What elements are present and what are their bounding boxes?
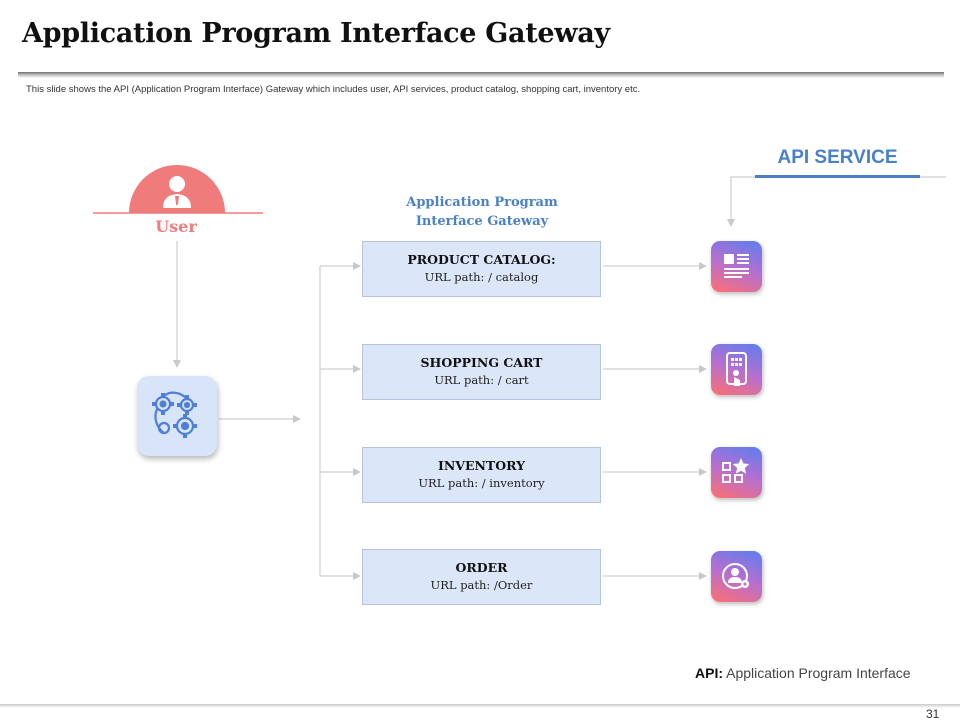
- user-icon: [163, 176, 191, 208]
- footer-term: API:: [695, 665, 723, 681]
- api-service-underline: [755, 175, 920, 178]
- slide-title: Application Program Interface Gateway: [22, 18, 610, 49]
- slide-subtitle: This slide shows the API (Application Pr…: [26, 84, 641, 95]
- bottom-divider: [0, 704, 960, 708]
- page-number: 31: [926, 707, 940, 721]
- gateway-title-line2: Interface Gateway: [415, 214, 549, 229]
- inventory-icon: [722, 458, 750, 483]
- gateway-item-url: URL path: / cart: [434, 373, 529, 387]
- gateway-item-inventory: INVENTORY URL path: / inventory: [362, 447, 601, 503]
- service-tile-catalog: [711, 241, 762, 292]
- catalog-icon: [724, 254, 749, 278]
- gateway-item-name: ORDER: [455, 560, 508, 575]
- service-tile-inventory: [711, 447, 762, 498]
- gateway-item-shopping-cart: SHOPPING CART URL path: / cart: [362, 344, 601, 400]
- user-label: User: [155, 217, 197, 236]
- gateway-item-product-catalog: PRODUCT CATALOG: URL path: / catalog: [362, 241, 601, 297]
- gateway-item-url: URL path: / catalog: [424, 270, 539, 284]
- gateway-title-line1: Application Program: [406, 195, 558, 210]
- mobile-cart-icon: [726, 352, 747, 386]
- gateway-item-order: ORDER URL path: /Order: [362, 549, 601, 605]
- gears-icon: [152, 391, 197, 438]
- gateway-item-url: URL path: /Order: [430, 578, 533, 592]
- title-divider: [18, 72, 944, 78]
- service-tile-cart: [711, 344, 762, 395]
- gateway-title: Application Program Interface Gateway: [372, 193, 592, 231]
- gateway-item-name: PRODUCT CATALOG:: [407, 252, 556, 267]
- gateway-item-url: URL path: / inventory: [418, 476, 545, 490]
- footer-api-definition: API: Application Program Interface: [695, 665, 911, 681]
- order-icon: [722, 563, 749, 589]
- api-service-connector: [727, 176, 946, 227]
- gateway-tile: [137, 376, 217, 456]
- service-tile-order: [711, 551, 762, 602]
- footer-definition: Application Program Interface: [723, 665, 911, 681]
- gateway-item-name: INVENTORY: [437, 458, 526, 473]
- api-service-label: API SERVICE: [777, 147, 898, 168]
- gateway-item-name: SHOPPING CART: [420, 355, 543, 370]
